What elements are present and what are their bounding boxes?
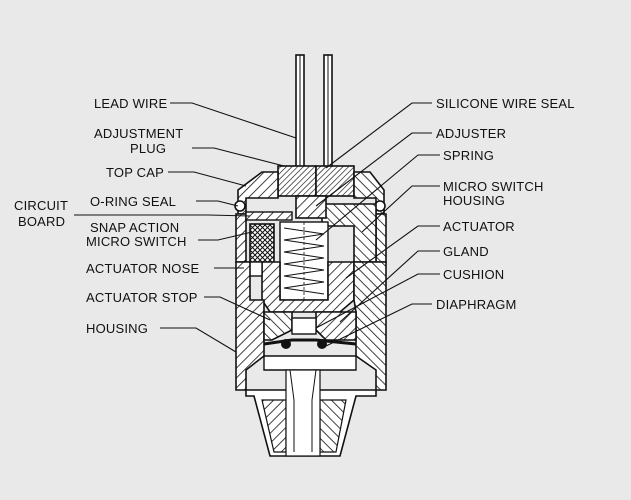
- spring: [279, 221, 329, 301]
- leader-circuit-board: [74, 214, 251, 217]
- leader-adjustment-plug: [192, 147, 285, 167]
- labels-left: LEAD WIRE ADJUSTMENT PLUG TOP CAP O-RING…: [14, 96, 199, 336]
- label-top-cap: TOP CAP: [106, 165, 164, 180]
- cushion: [291, 317, 317, 335]
- pressure-chamber: [263, 355, 357, 371]
- actuator-stop: [263, 311, 293, 341]
- diaphragm-ring-right: [317, 339, 327, 349]
- label-diaphragm: DIAPHRAGM: [436, 297, 517, 312]
- leader-top-cap: [168, 171, 247, 187]
- leader-diaphragm: [325, 303, 432, 347]
- gland: [315, 311, 357, 341]
- label-actuator-stop: ACTUATOR STOP: [86, 290, 198, 305]
- housing-lower-right: [353, 261, 387, 391]
- leader-silicone-wire-seal: [325, 102, 432, 169]
- leader-lines: [74, 102, 440, 353]
- pressure-port-bore: [285, 369, 321, 457]
- diaphragm-ring-left: [281, 339, 291, 349]
- labels-right: SILICONE WIRE SEAL ADJUSTER SPRING MICRO…: [436, 96, 575, 312]
- lead-wires: [295, 54, 333, 174]
- adjustment-plug: [277, 165, 317, 197]
- label-actuator: ACTUATOR: [443, 219, 515, 234]
- leader-micro-switch-housing: [361, 185, 440, 233]
- label-snap-action-2: MICRO SWITCH: [86, 234, 187, 249]
- label-micro-switch-housing-2: HOUSING: [443, 193, 505, 208]
- leader-spring: [315, 154, 440, 241]
- diaphragm: [263, 338, 357, 346]
- label-spring: SPRING: [443, 148, 494, 163]
- label-micro-switch-housing-1: MICRO SWITCH: [443, 179, 544, 194]
- housing-upper-left: [235, 213, 247, 263]
- leader-cushion: [315, 273, 440, 329]
- label-gland: GLAND: [443, 244, 489, 259]
- label-silicone-wire-seal: SILICONE WIRE SEAL: [436, 96, 575, 111]
- label-o-ring-seal: O-RING SEAL: [90, 194, 176, 209]
- circuit-board: [245, 211, 293, 221]
- label-snap-action-1: SNAP ACTION: [90, 220, 179, 235]
- adjuster: [295, 195, 327, 219]
- label-circuit-board-1: CIRCUIT: [14, 198, 68, 213]
- leader-snap-action: [198, 231, 253, 241]
- leader-gland: [339, 250, 440, 323]
- leader-actuator-stop: [204, 296, 271, 321]
- label-lead-wire: LEAD WIRE: [94, 96, 167, 111]
- leader-actuator: [345, 225, 440, 279]
- housing-lower-left: [235, 261, 265, 391]
- leader-adjuster: [315, 132, 432, 207]
- leader-housing: [160, 327, 237, 353]
- label-adjustment-plug-2: PLUG: [130, 141, 166, 156]
- label-cushion: CUSHION: [443, 267, 504, 282]
- label-actuator-nose: ACTUATOR NOSE: [86, 261, 199, 276]
- label-adjustment-plug-1: ADJUSTMENT: [94, 126, 183, 141]
- label-housing: HOUSING: [86, 321, 148, 336]
- snap-action-micro-switch: [249, 223, 275, 269]
- o-ring-left: [234, 200, 246, 212]
- leader-o-ring-seal: [196, 200, 239, 207]
- label-adjuster: ADJUSTER: [436, 126, 506, 141]
- device-drawing: [234, 54, 387, 457]
- leader-lead-wire: [170, 102, 297, 139]
- label-circuit-board-2: BOARD: [18, 214, 65, 229]
